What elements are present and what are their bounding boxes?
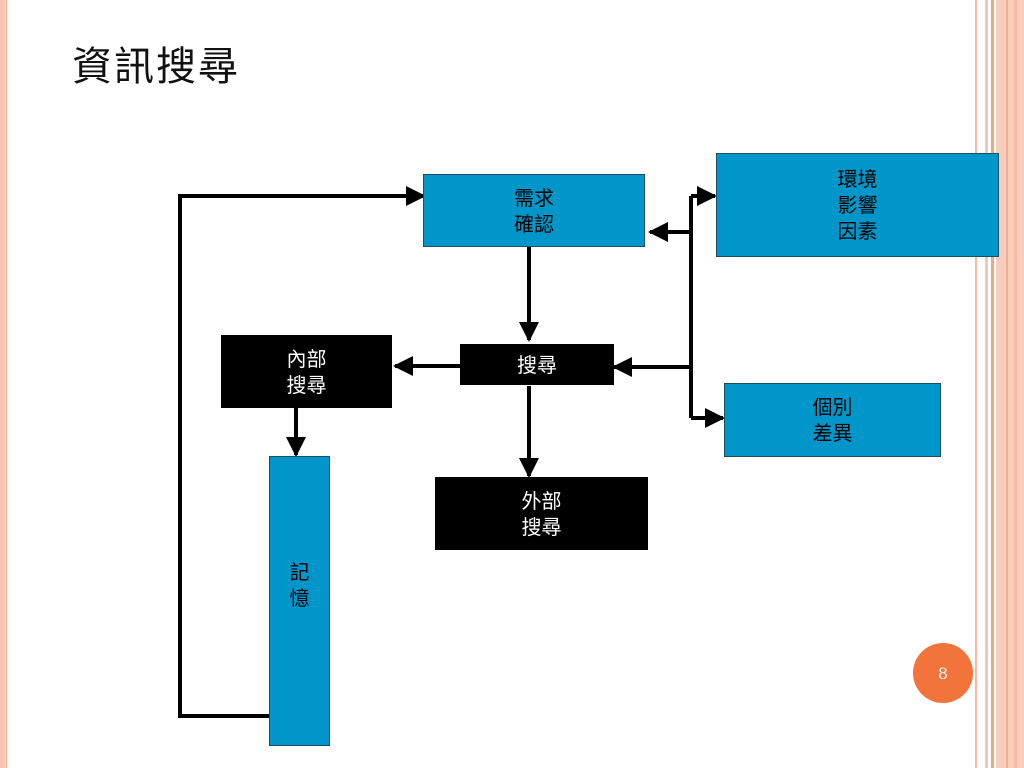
environment-factors-box: 環境 影響 因素	[716, 153, 999, 257]
external-search-box: 外部 搜尋	[435, 477, 648, 550]
external-line2: 搜尋	[521, 514, 562, 539]
memory-line2: 憶	[289, 586, 310, 610]
env-line3: 因素	[837, 219, 878, 243]
left-border-line	[6, 0, 7, 768]
page-title: 資訊搜尋	[72, 44, 240, 90]
individual-difference-box: 個別 差異	[724, 383, 941, 457]
external-line1: 外部	[521, 488, 562, 513]
internal-line1: 內部	[286, 346, 327, 371]
need-line1: 需求	[514, 185, 554, 210]
env-line1: 環境	[837, 167, 878, 191]
right-stripe-4	[996, 0, 1024, 768]
individual-line1: 個別	[812, 395, 853, 419]
memory-box: 記 憶	[269, 456, 330, 746]
env-line2: 影響	[837, 193, 878, 217]
right-stripe-2	[985, 0, 988, 768]
need-line2: 確認	[514, 211, 554, 236]
right-stripe-5	[1006, 0, 1008, 768]
memory-line1: 記	[289, 560, 310, 584]
right-stripe-6	[1014, 0, 1017, 768]
individual-line2: 差異	[812, 421, 853, 445]
arrow-memory-feedback	[178, 186, 426, 718]
right-stripe-3	[991, 0, 994, 768]
left-border-strip	[0, 0, 5, 768]
search-line1: 搜尋	[517, 352, 557, 377]
need-confirmation-box: 需求 確認	[423, 174, 645, 247]
search-box: 搜尋	[460, 344, 614, 385]
page-number-badge: 8	[913, 643, 973, 703]
internal-search-box: 內部 搜尋	[221, 335, 392, 408]
right-stripe-1	[975, 0, 977, 768]
internal-line2: 搜尋	[286, 372, 327, 397]
